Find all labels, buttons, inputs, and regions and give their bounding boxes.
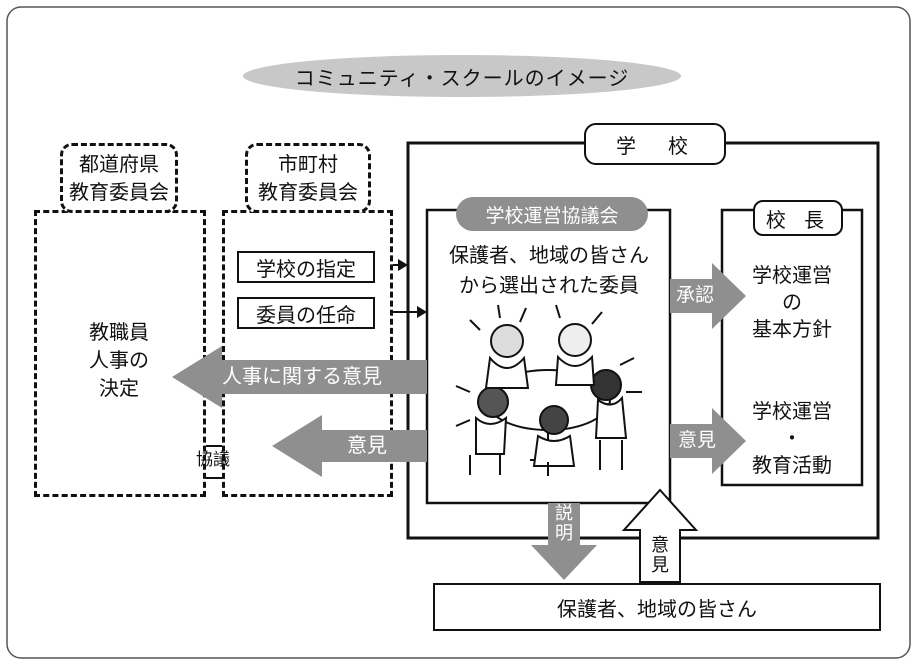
prefecture-board-tag: 都道府県 教育委員会 xyxy=(60,143,178,213)
personnel-opinion-label: 人事に関する意見 xyxy=(222,364,382,388)
council-head: 学校運営協議会 xyxy=(456,197,648,231)
principal-tag: 校 長 xyxy=(753,200,843,236)
designation-arrowhead xyxy=(398,259,408,271)
appointment-box: 委員の任命 xyxy=(237,297,375,329)
community-label: 保護者、地域の皆さん xyxy=(557,596,757,621)
basic-policy-text: 学校運営 の 基本方針 xyxy=(752,263,832,341)
principal-label: 校 長 xyxy=(765,207,831,232)
prefecture-board-box xyxy=(34,210,206,497)
opinion-left-arrow xyxy=(272,415,427,477)
designation-label: 学校の指定 xyxy=(256,256,356,281)
school-activities-text: 学校運営 ・ 教育活動 xyxy=(752,399,832,477)
council-meeting-illustration xyxy=(455,304,642,476)
approval-arrow xyxy=(670,263,746,329)
school-tag: 学 校 xyxy=(584,123,726,165)
council-members-text: 保護者、地域の皆さん から選出された委員 xyxy=(449,243,649,297)
title-ellipse: コミュニティ・スクールのイメージ xyxy=(243,55,681,97)
opinion-right-label: 意見 xyxy=(678,429,717,451)
consultation-label: 協議 xyxy=(196,450,230,470)
opinion-left-label: 意見 xyxy=(347,433,387,457)
explanation-down-arrow xyxy=(531,503,597,580)
explanation-label: 説 明 xyxy=(555,503,573,544)
opinion-up-label: 意 見 xyxy=(651,535,669,576)
municipal-board-label: 市町村 教育委員会 xyxy=(258,152,358,204)
opinion-up-arrow xyxy=(621,488,699,583)
appointment-arrowhead xyxy=(417,306,427,318)
appointment-label: 委員の任命 xyxy=(256,302,356,327)
designation-box: 学校の指定 xyxy=(237,251,375,283)
school-label: 学 校 xyxy=(616,133,694,158)
municipal-board-tag: 市町村 教育委員会 xyxy=(245,143,371,213)
approval-label: 承認 xyxy=(676,284,715,306)
community-box: 保護者、地域の皆さん xyxy=(433,583,881,631)
prefecture-decision-text: 教職員 人事の 決定 xyxy=(89,320,149,400)
diagram-title: コミュニティ・スクールのイメージ xyxy=(294,65,630,90)
prefecture-board-label: 都道府県 教育委員会 xyxy=(69,152,169,204)
council-label: 学校運営協議会 xyxy=(485,204,619,227)
personnel-opinion-arrow xyxy=(172,346,427,408)
opinion-right-arrow xyxy=(670,408,746,474)
